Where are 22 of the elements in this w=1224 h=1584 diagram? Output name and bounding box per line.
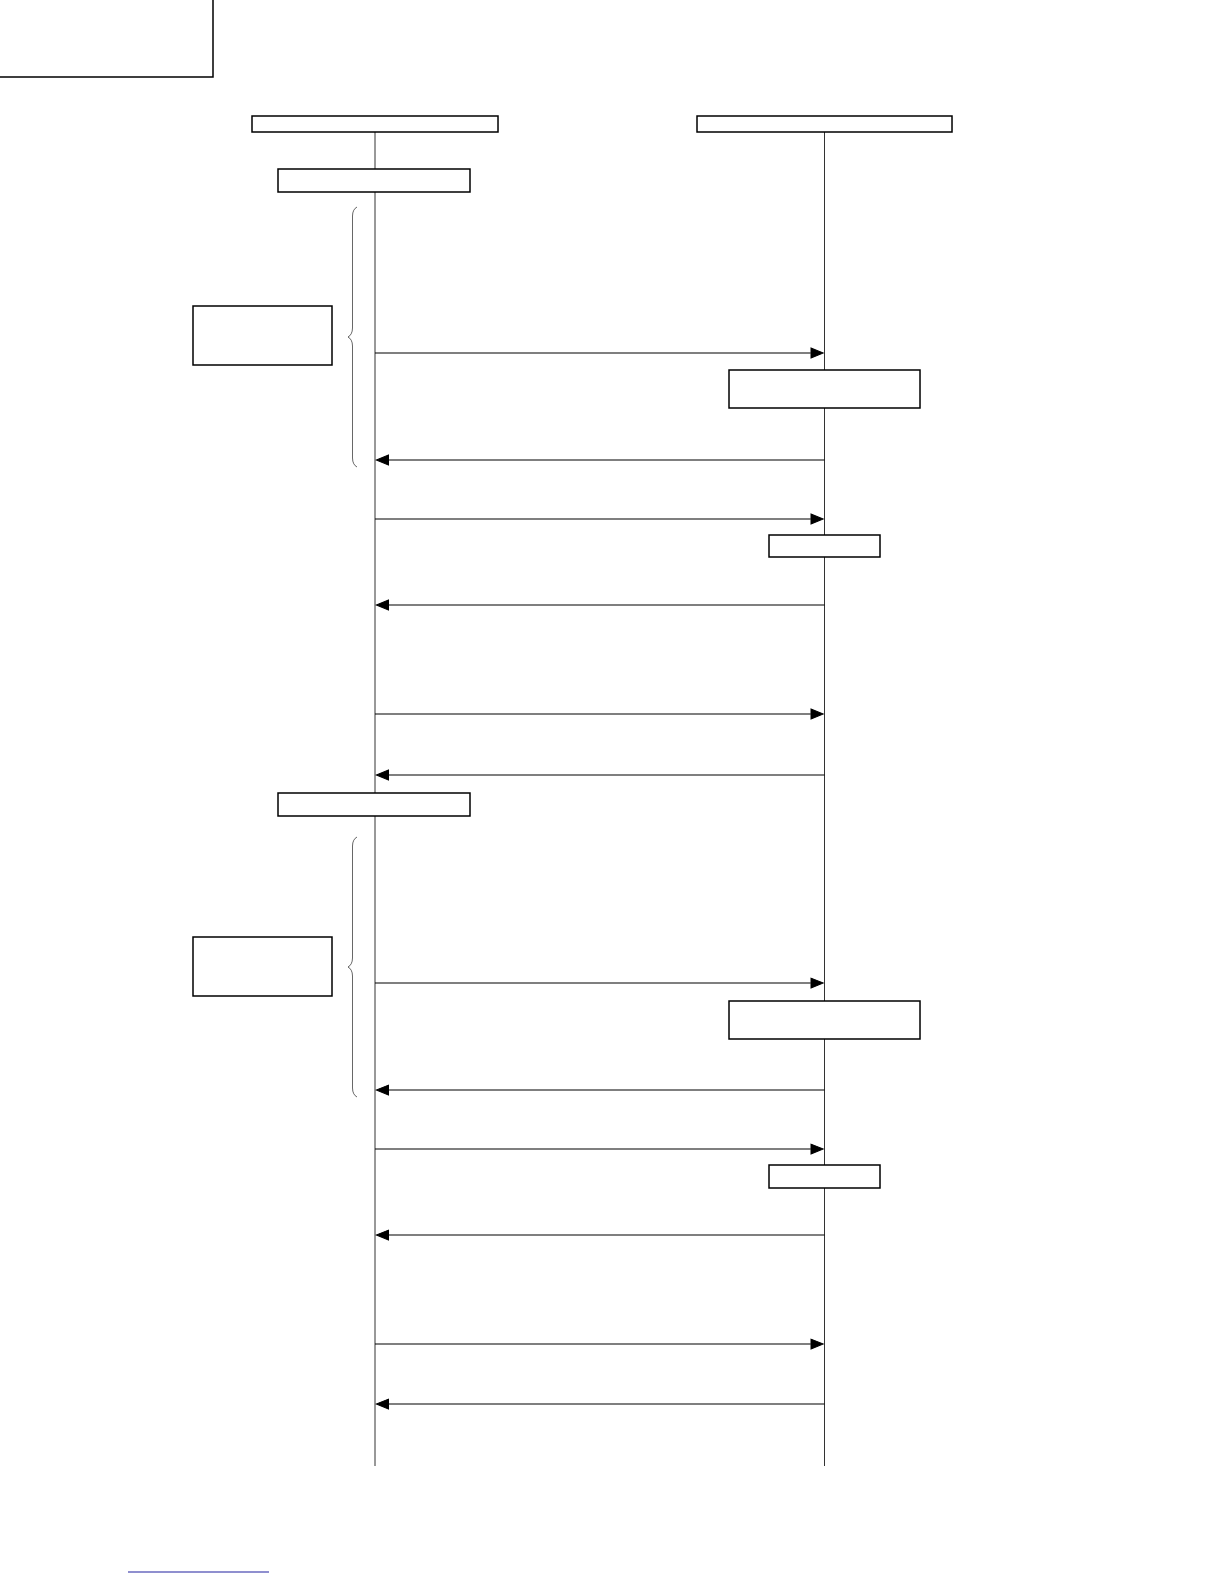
arrow	[375, 1398, 825, 1410]
process-box	[251, 115, 499, 133]
process-box	[277, 792, 471, 817]
process-box	[192, 936, 333, 997]
arrow	[374, 347, 824, 359]
process-box	[192, 305, 333, 366]
arrow	[375, 599, 825, 611]
arrow	[374, 1143, 824, 1155]
arrow	[374, 513, 824, 525]
arrow	[375, 1229, 825, 1241]
arrow	[374, 977, 824, 989]
arrow	[375, 769, 825, 781]
process-box	[768, 534, 881, 558]
process-box	[728, 369, 921, 409]
process-box	[728, 1000, 921, 1040]
arrow	[375, 454, 825, 466]
process-box	[696, 115, 953, 133]
arrow	[374, 1338, 824, 1350]
process-box	[277, 168, 471, 193]
arrow	[375, 1084, 825, 1096]
process-box	[768, 1164, 881, 1189]
arrow	[374, 708, 824, 720]
